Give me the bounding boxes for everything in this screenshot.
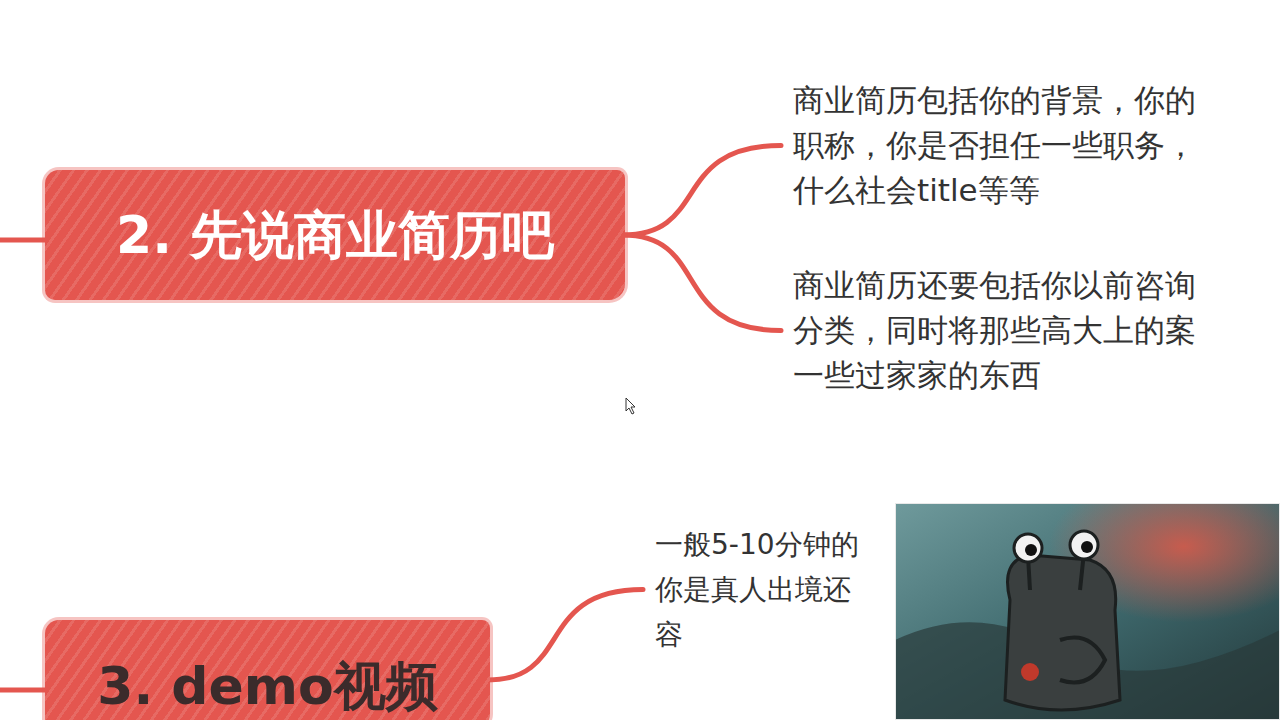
branch-connector (623, 146, 781, 236)
note-text: 商业简历还要包括你以前咨询 分类，同时将那些高大上的案 一些过家家的东西 (793, 263, 1213, 398)
topic-title: 3. demo视频 (97, 658, 437, 714)
branch-line (0, 238, 50, 243)
note-text: 一般5-10分钟的 你是真人出境还 容 (655, 522, 865, 657)
branch-connector (623, 235, 781, 331)
branch-line (0, 688, 50, 693)
topic-box: 2. 先说商业简历吧 (45, 170, 625, 300)
topic-box: 3. demo视频 (45, 620, 490, 720)
topic-title: 2. 先说商业简历吧 (116, 207, 554, 263)
note-body: 一般5-10分钟的 你是真人出境还 容 (655, 522, 865, 657)
note-body: 商业简历包括你的背景，你的 职称，你是否担任一些职务， 什么社会title等等 (793, 78, 1213, 213)
mouse-cursor (626, 398, 635, 414)
note-body: 商业简历还要包括你以前咨询 分类，同时将那些高大上的案 一些过家家的东西 (793, 263, 1213, 398)
note-text: 商业简历包括你的背景，你的 职称，你是否担任一些职务， 什么社会title等等 (793, 78, 1213, 213)
webcam-overlay (895, 503, 1280, 720)
branch-connector (488, 590, 643, 681)
